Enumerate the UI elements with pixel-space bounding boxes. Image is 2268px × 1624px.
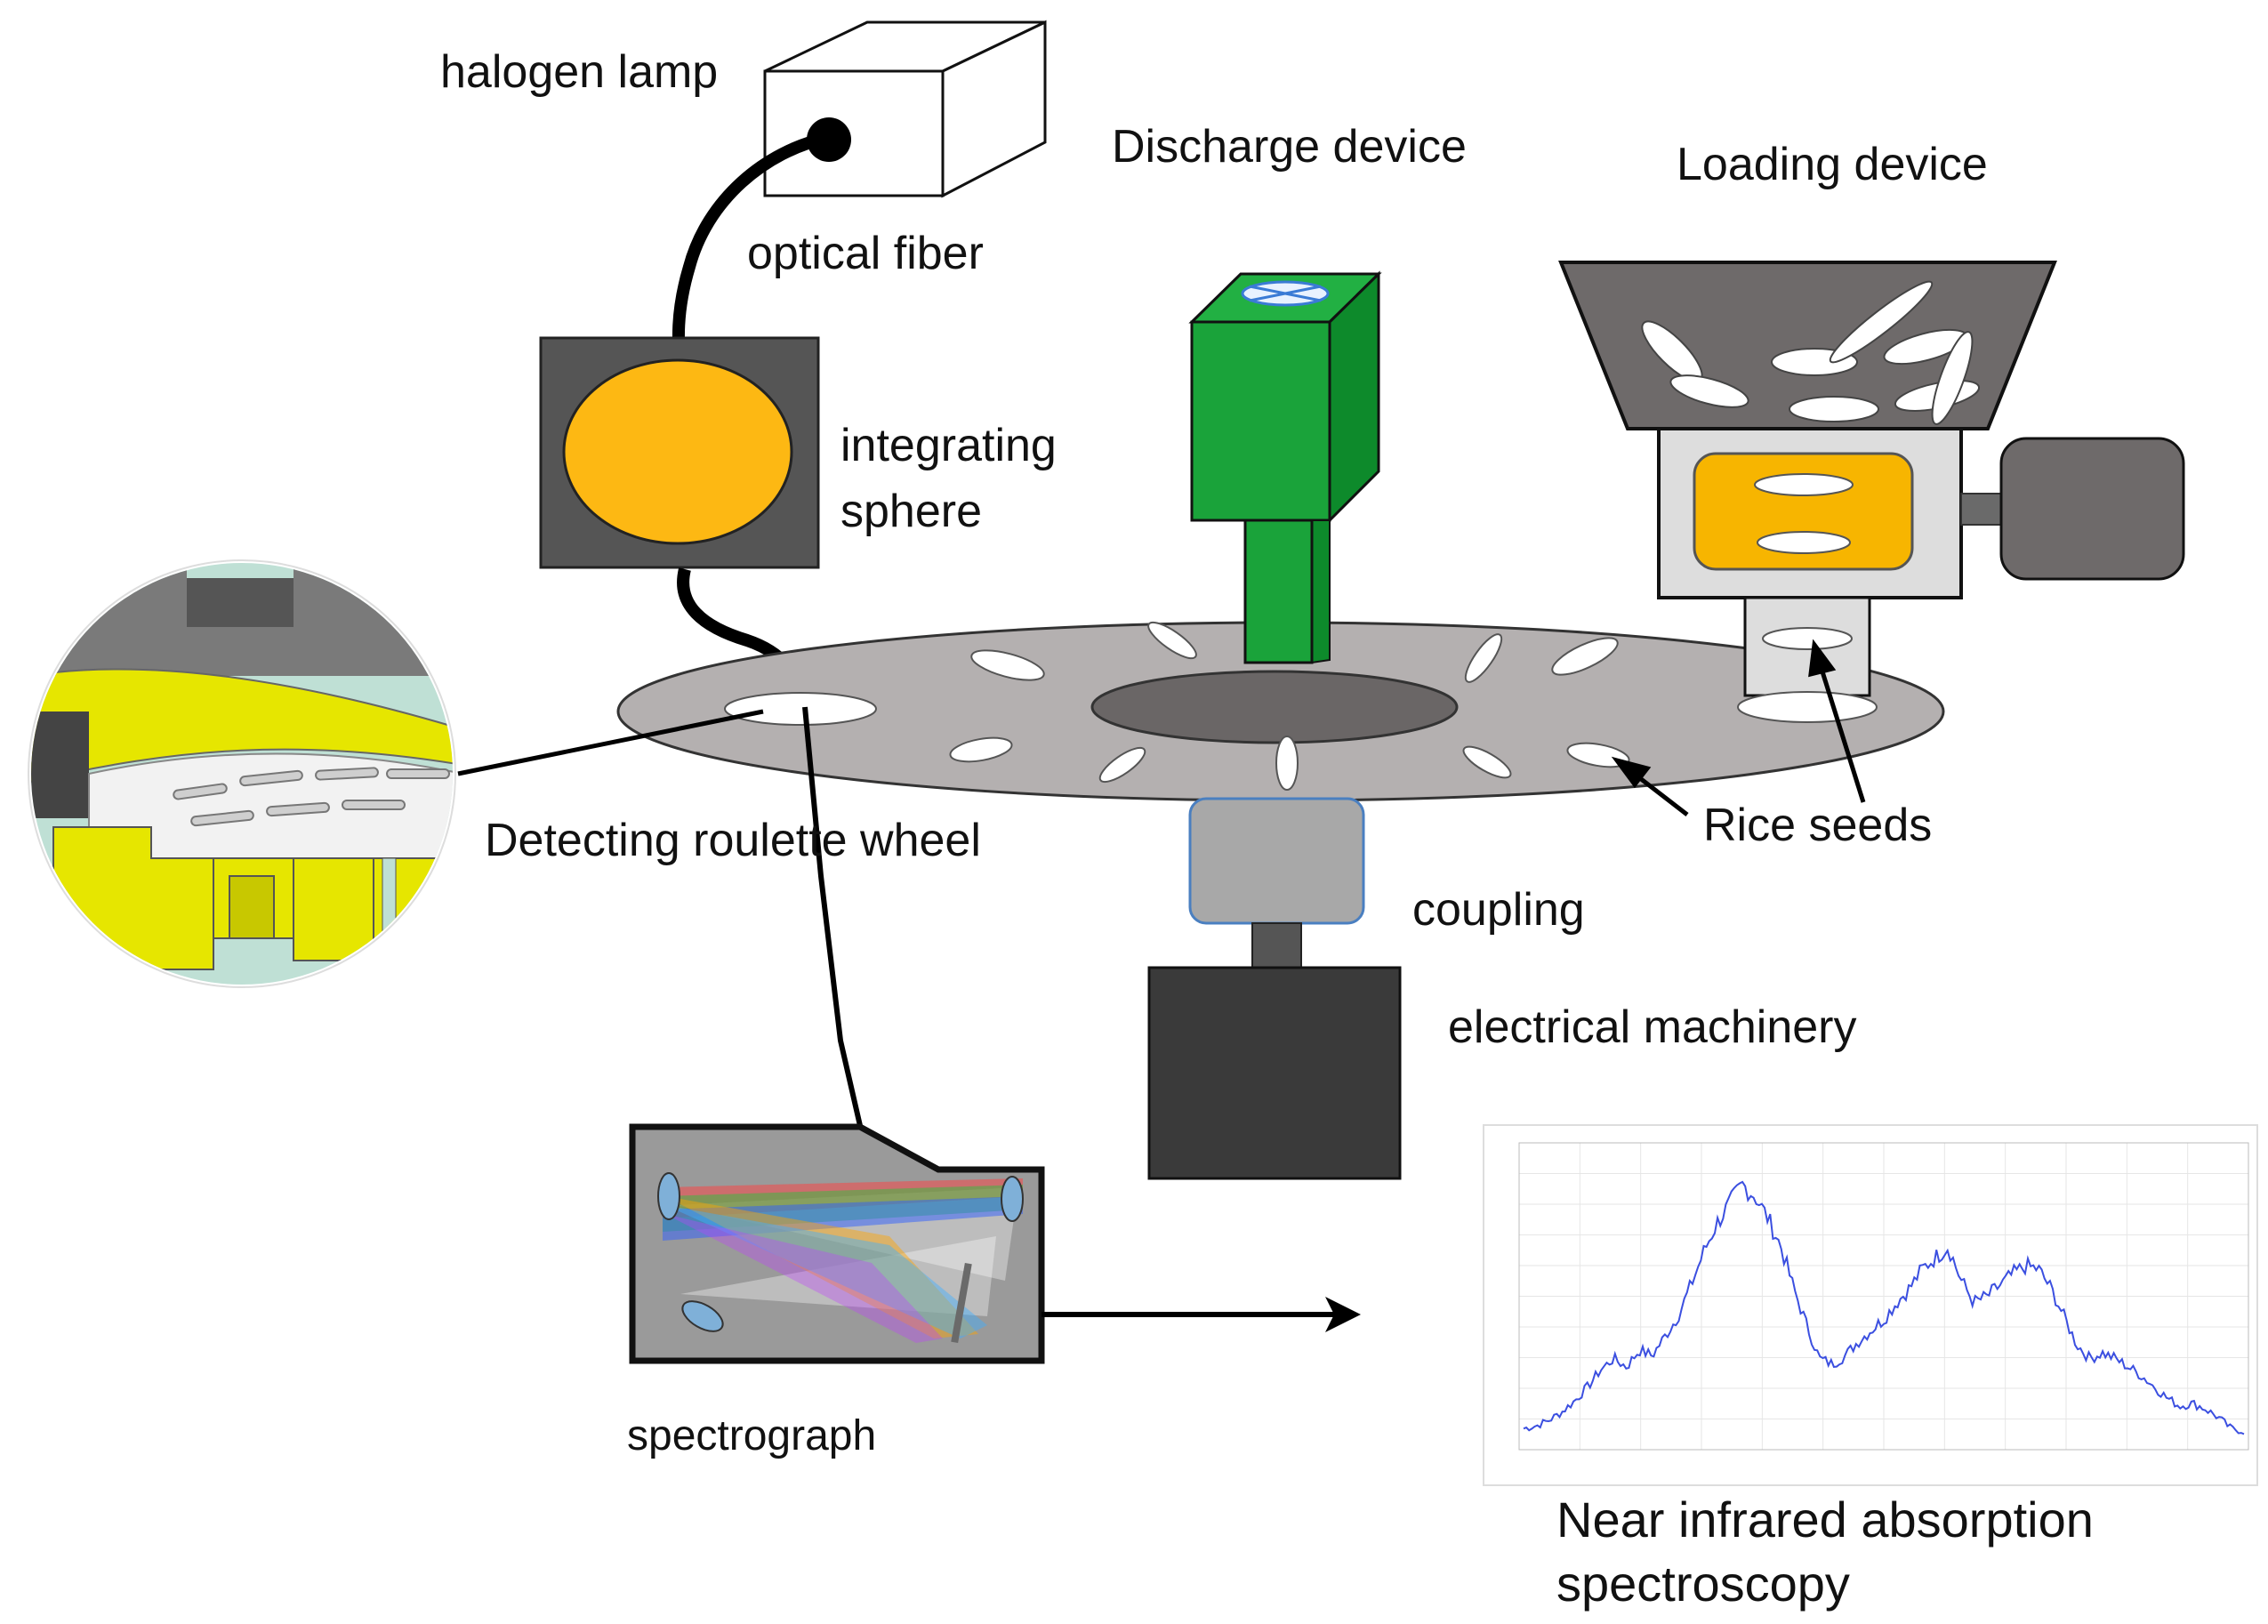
- optical-fiber-to-spectrograph: [802, 706, 864, 1130]
- fiber-connector-dot: [807, 117, 851, 162]
- nozzle-icon: [1241, 280, 1330, 307]
- rice-seeds-pointers: [1611, 639, 1866, 816]
- output-arrow: [1042, 1297, 1361, 1332]
- label-discharge-device: Discharge device: [1112, 121, 1467, 173]
- label-spectrograph: spectrograph: [627, 1412, 876, 1459]
- discharge-device: [1188, 270, 1382, 664]
- integrating-sphere: [539, 336, 820, 569]
- label-optical-fiber: optical fiber: [747, 228, 984, 279]
- label-rice-seeds: Rice seeds: [1703, 800, 1932, 851]
- nir-spectrum-plot: [1483, 1124, 2258, 1486]
- label-loading-device: Loading device: [1677, 139, 1988, 190]
- spectrograph-box: [629, 1123, 1045, 1364]
- wheel-seed-slots: [724, 621, 1837, 791]
- loading-device: [1558, 261, 2185, 697]
- detail-magnifier: [28, 559, 456, 988]
- halogen-lamp-box: [763, 20, 1047, 198]
- coupling-shaft: [1188, 797, 1365, 969]
- label-nir-line1: Near infrared absorption: [1556, 1491, 2094, 1548]
- label-nir-line2: spectroscopy: [1556, 1556, 1850, 1612]
- seed-under-loader: [1737, 691, 1878, 723]
- electrical-machinery-motor: [1147, 966, 1402, 1180]
- label-integrating-sphere-line2: sphere: [840, 486, 982, 537]
- label-coupling: coupling: [1412, 884, 1585, 936]
- magnifier-pointer: [457, 709, 764, 776]
- label-halogen-lamp: halogen lamp: [440, 46, 718, 98]
- label-detecting-roulette-wheel: Detecting roulette wheel: [485, 815, 981, 866]
- hopper-rice-seeds: [1641, 280, 1981, 454]
- label-electrical-machinery: electrical machinery: [1448, 1001, 1857, 1053]
- spectrum-line: [1523, 1180, 2245, 1435]
- label-integrating-sphere-line1: integrating: [840, 420, 1057, 471]
